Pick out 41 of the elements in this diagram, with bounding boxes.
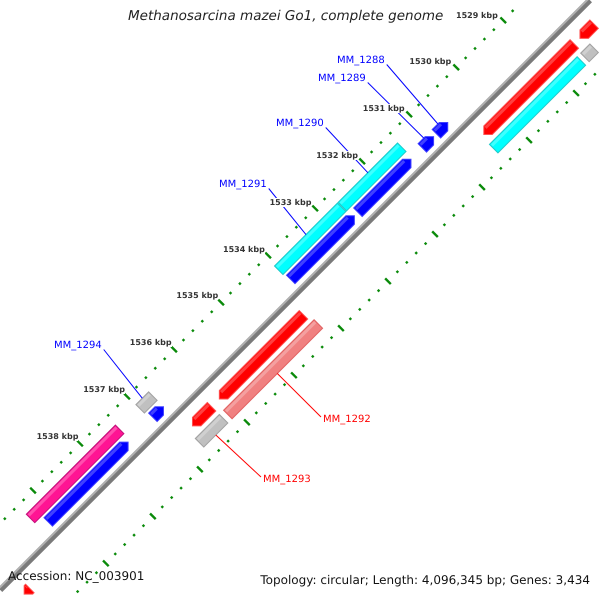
gene-label: MM_1291	[219, 179, 267, 190]
gene-feature	[352, 158, 412, 218]
gene-feature	[579, 19, 600, 39]
scale-label: 1531 kbp	[362, 104, 405, 114]
scale-label: 1536 kbp	[130, 338, 172, 348]
gene-label: MM_1294	[54, 340, 102, 352]
gene-feature	[580, 43, 600, 62]
leader-line	[103, 349, 143, 399]
gene-feature	[222, 319, 324, 420]
scale-label: 1534 kbp	[223, 244, 265, 254]
gene-feature	[286, 215, 355, 284]
leader-line	[215, 434, 262, 478]
leader-line	[386, 64, 438, 124]
scale-label: 1529 kbp	[456, 10, 498, 20]
gene-feature	[43, 442, 129, 527]
gene-feature	[26, 424, 125, 524]
leader-line	[276, 373, 322, 418]
genome-title: Methanosarcina mazei Go1, complete genome	[128, 9, 444, 25]
gene-feature	[483, 39, 580, 135]
gene-feature	[148, 406, 164, 422]
scale-label: 1535 kbp	[176, 291, 218, 300]
gene-feature	[192, 402, 217, 426]
gene-feature	[24, 584, 35, 595]
gene-label: MM_1293	[263, 474, 311, 486]
gene-feature	[431, 122, 448, 139]
gene-feature	[488, 56, 586, 154]
gene-label: MM_1292	[323, 414, 371, 426]
scale-label: 1533 kbp	[270, 198, 312, 207]
scale-label: 1537 kbp	[83, 384, 126, 394]
gene-label: MM_1288	[337, 55, 385, 66]
gene-feature	[194, 414, 229, 448]
gene-feature	[337, 142, 407, 212]
genome-summary-text: Topology: circular; Length: 4,096,345 bp; Genes: 3,434	[260, 574, 590, 588]
gene-feature	[417, 136, 434, 153]
gene-feature	[135, 391, 158, 414]
gene-label: MM_1289	[318, 73, 366, 84]
gene-label: MM_1290	[276, 118, 324, 130]
scale-label: 1532 kbp	[316, 150, 358, 160]
gene-feature	[218, 310, 308, 400]
scale-label: 1538 kbp	[36, 432, 78, 441]
scale-label: 1530 kbp	[409, 57, 452, 66]
